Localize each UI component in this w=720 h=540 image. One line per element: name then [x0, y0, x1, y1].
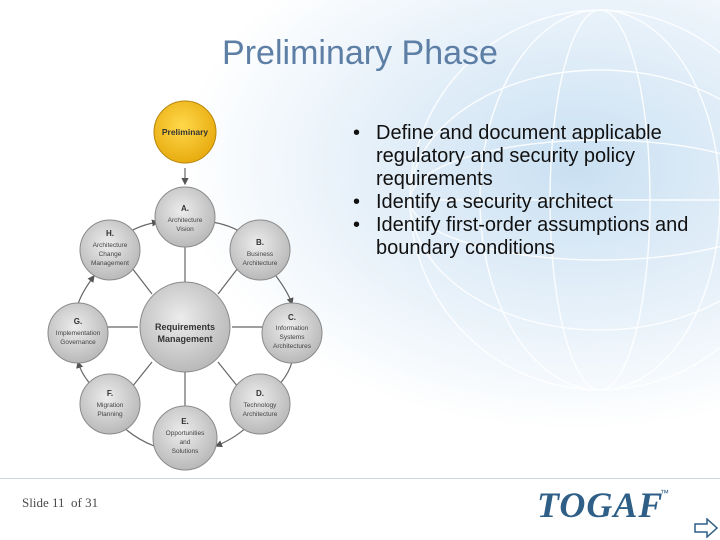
phase-d-line-1: Technology	[244, 402, 278, 409]
slide-title: Preliminary Phase	[222, 34, 498, 72]
next-slide-arrow-icon[interactable]	[694, 518, 718, 538]
togaf-logo: TOGAF	[537, 485, 664, 525]
bullet-text: Identify first-order assumptions and bou…	[376, 214, 689, 259]
phase-a-letter: A.	[181, 204, 189, 213]
phase-f-line-2: Planning	[97, 411, 123, 418]
phase-e-letter: E.	[181, 417, 189, 426]
phase-h-letter: H.	[106, 229, 114, 238]
center-label-line-2: Management	[157, 334, 212, 344]
phase-g-letter: G.	[74, 317, 82, 326]
phase-a-node: A. Architecture Vision	[154, 186, 216, 248]
bullet-marker: •	[353, 214, 361, 236]
phase-h-node: H. Architecture Change Management	[79, 219, 141, 281]
phase-a-line-2: Vision	[176, 226, 194, 233]
bullet-text: Define and document applicable regulator…	[376, 122, 662, 190]
footer-divider	[0, 478, 720, 479]
center-spokes	[108, 246, 262, 408]
phase-c-line-1: Information	[276, 325, 309, 332]
slide-number: Slide 11 of 31	[22, 495, 98, 511]
phase-c-letter: C.	[288, 313, 296, 322]
phase-e-line-2: and	[180, 439, 191, 446]
bullet-item: • Define and document applicable regulato…	[350, 122, 690, 191]
bullet-list: • Define and document applicable regulato…	[350, 122, 690, 260]
phase-h-line-2: Change	[99, 251, 122, 258]
bullet-text: Identify a security architect	[376, 191, 613, 213]
phase-d-node: D. Technology Architecture	[229, 373, 291, 435]
phase-f-line-1: Migration	[97, 402, 124, 409]
trademark-mark: ™	[660, 488, 669, 498]
phase-h-line-1: Architecture	[93, 242, 128, 249]
phase-e-line-1: Opportunities	[166, 430, 205, 437]
center-label-line-1: Requirements	[155, 322, 215, 332]
requirements-management-node: Requirements Management	[139, 281, 231, 373]
phase-d-letter: D.	[256, 389, 264, 398]
phase-a-line-1: Architecture	[168, 217, 203, 224]
bullet-marker: •	[353, 122, 361, 144]
bullet-item: • Identify a security architect	[350, 191, 690, 214]
phase-b-line-2: Architecture	[243, 260, 278, 267]
preliminary-node: Preliminary	[153, 100, 217, 164]
slide-total-label: of 31	[71, 495, 99, 510]
phase-b-node: B. Business Architecture	[229, 219, 291, 281]
preliminary-label: Preliminary	[162, 127, 209, 137]
phase-d-line-2: Architecture	[243, 411, 278, 418]
phase-f-letter: F.	[107, 389, 113, 398]
adm-cycle-diagram: Preliminary Requirements Management A. A…	[47, 100, 323, 471]
phase-h-line-3: Management	[91, 260, 129, 267]
slide-number-label: Slide 11	[22, 495, 65, 510]
phase-e-line-3: Solutions	[172, 448, 199, 455]
bullet-item: • Identify first-order assumptions and bo…	[350, 214, 690, 260]
phase-f-node: F. Migration Planning	[79, 373, 141, 435]
phase-g-line-2: Governance	[60, 339, 96, 346]
phase-c-line-3: Architectures	[273, 343, 312, 350]
phase-g-line-1: Implementation	[56, 330, 101, 337]
phase-g-node: G. Implementation Governance	[47, 302, 109, 364]
phase-b-letter: B.	[256, 238, 264, 247]
phase-b-line-1: Business	[247, 251, 274, 258]
phase-c-line-2: Systems	[280, 334, 306, 341]
phase-c-node: C. Information Systems Architectures	[261, 302, 323, 364]
phase-e-node: E. Opportunities and Solutions	[152, 405, 218, 471]
bullet-marker: •	[353, 191, 361, 213]
